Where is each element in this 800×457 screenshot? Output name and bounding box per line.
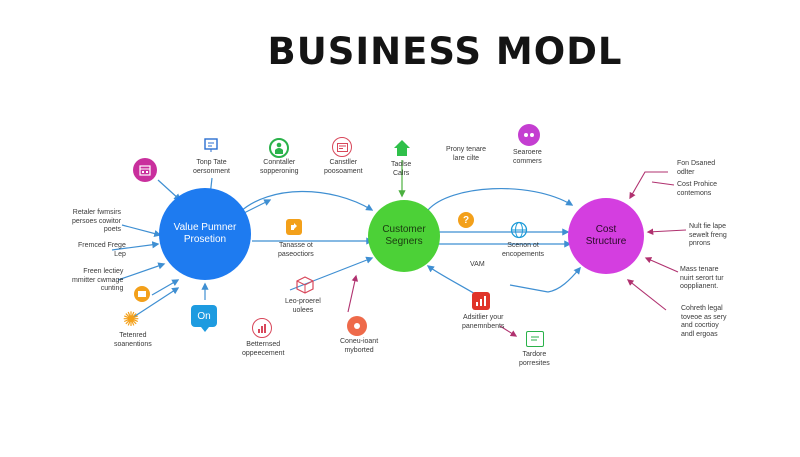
label-right-3: Nult fie lape sewelt freng pnrons: [689, 223, 727, 247]
money-icon: [134, 286, 150, 302]
label-bottom-4: Coneu-ioant myborted: [340, 338, 379, 354]
person-icon: [269, 138, 289, 158]
label-right-4: Mass tenare nuirt serort tur oopplianent…: [680, 266, 724, 290]
box-icon: [296, 276, 314, 294]
label-right-5: Cohreth legal toveoe as sery and cocrtio…: [681, 305, 727, 338]
label-bottom-3: Betternsed oppeecement: [242, 341, 285, 357]
label-mid-2: Scenon ot encopements: [502, 242, 545, 258]
gear-sun-icon: ✺: [122, 309, 140, 331]
label-bottom-1: Tetenred soanentions: [114, 332, 152, 348]
label-top-4: Taolse Calrs: [391, 161, 412, 177]
label-top-1: Tonp Tate oersonment: [193, 159, 230, 175]
label-bottom-2: Leo-proerel uolees: [285, 298, 321, 314]
chart-board-icon: [204, 137, 220, 153]
puzzle-icon: [286, 219, 302, 235]
question-icon: ?: [458, 212, 474, 228]
label-right-2: Cost Prohice contemons: [677, 181, 718, 197]
document-icon: [526, 331, 544, 347]
label-value-left-3: Freen lectiey mmitter cwmage cunting: [72, 268, 124, 292]
cost-structure-hub[interactable]: Cost Structure: [568, 198, 644, 274]
label-top-5: Prony tenare lare cilte: [446, 146, 487, 162]
label-value-left-2: Fremced Frege Lep: [78, 242, 126, 258]
cost-structure-label: Cost Structure: [585, 224, 627, 247]
on-badge[interactable]: On: [191, 305, 217, 332]
customer-segments-hub[interactable]: Customer Segners: [368, 200, 440, 272]
page-title: BUSINESS MODL: [267, 30, 623, 73]
chat-bubbles-icon: [518, 124, 540, 146]
label-top-3: Canstller poosoament: [324, 159, 363, 175]
label-top-6: Searoere commers: [513, 149, 542, 165]
value-proposition-label: Value Pumner Prosetion: [173, 222, 237, 245]
label-bottom-6: Tardore porresites: [519, 351, 550, 367]
bar-chart-icon: [252, 318, 272, 338]
customer-segments-label: Customer Segners: [382, 224, 426, 247]
card-icon: [332, 137, 352, 157]
rocket-icon: [347, 316, 367, 336]
value-proposition-hub[interactable]: Value Pumner Prosetion: [159, 188, 251, 280]
label-mid-3: VAM: [470, 261, 485, 268]
globe-icon: [510, 221, 528, 239]
label-top-2: Conntaller sopperoning: [260, 159, 299, 175]
label-mid-1: Tanasse ot paseoctiors: [278, 242, 314, 258]
growth-chart-icon: [472, 292, 490, 310]
label-right-1: Fon Dsaned odlter: [677, 160, 716, 176]
house-icon: [392, 138, 412, 158]
label-bottom-5: Adsitlier your panemnbents: [462, 314, 505, 330]
label-value-left-1: Retaler fwmsirs persoes cowitor poets: [72, 209, 122, 233]
calendar-icon: [133, 158, 157, 182]
